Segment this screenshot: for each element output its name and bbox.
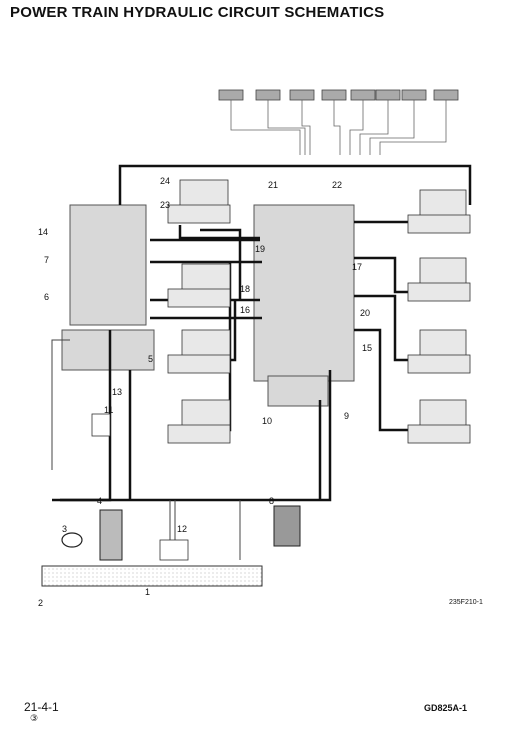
page-title: POWER TRAIN HYDRAULIC CIRCUIT SCHEMATICS (10, 4, 385, 21)
callout-14: 14 (38, 227, 48, 237)
callout-21: 21 (268, 180, 278, 190)
page-number: 21-4-1 (24, 700, 59, 714)
clutch-pack-left (167, 179, 231, 444)
transmission-control-valve (61, 204, 155, 371)
callout-18: 18 (240, 284, 250, 294)
solenoid-connectors (218, 89, 459, 101)
callout-22: 22 (332, 180, 342, 190)
callout-labels: 1 2 3 4 5 6 7 8 9 10 11 12 13 14 15 16 1… (38, 176, 372, 608)
clutch-pack-right (407, 189, 471, 444)
callout-12: 12 (177, 524, 187, 534)
callout-2: 2 (38, 598, 43, 608)
figure-id: 235F210-1 (449, 599, 483, 606)
callout-3: 3 (62, 524, 67, 534)
callout-16: 16 (240, 305, 250, 315)
callout-7: 7 (44, 255, 49, 265)
oil-tank (41, 565, 263, 587)
callout-19: 19 (255, 244, 265, 254)
pump (61, 532, 83, 548)
callout-24: 24 (160, 176, 170, 186)
model-code: GD825A-1 (424, 703, 468, 713)
callout-23: 23 (160, 200, 170, 210)
callout-17: 17 (352, 262, 362, 272)
revision-mark: ③ (30, 714, 39, 724)
callout-10: 10 (262, 416, 272, 426)
callout-6: 6 (44, 292, 49, 302)
callout-15: 15 (362, 343, 372, 353)
ecmv-block (253, 204, 355, 407)
callout-1: 1 (145, 587, 150, 597)
callout-11: 11 (104, 405, 113, 415)
callout-8: 8 (269, 496, 274, 506)
callout-4: 4 (97, 496, 102, 506)
cooler-breather (91, 413, 189, 561)
oil-filter (273, 505, 301, 547)
callout-20: 20 (360, 308, 370, 318)
return-lines (51, 339, 241, 560)
callout-5: 5 (148, 354, 153, 364)
callout-13: 13 (112, 387, 122, 397)
harness-wires (230, 100, 447, 155)
callout-9: 9 (344, 411, 349, 421)
strainer (99, 509, 123, 561)
